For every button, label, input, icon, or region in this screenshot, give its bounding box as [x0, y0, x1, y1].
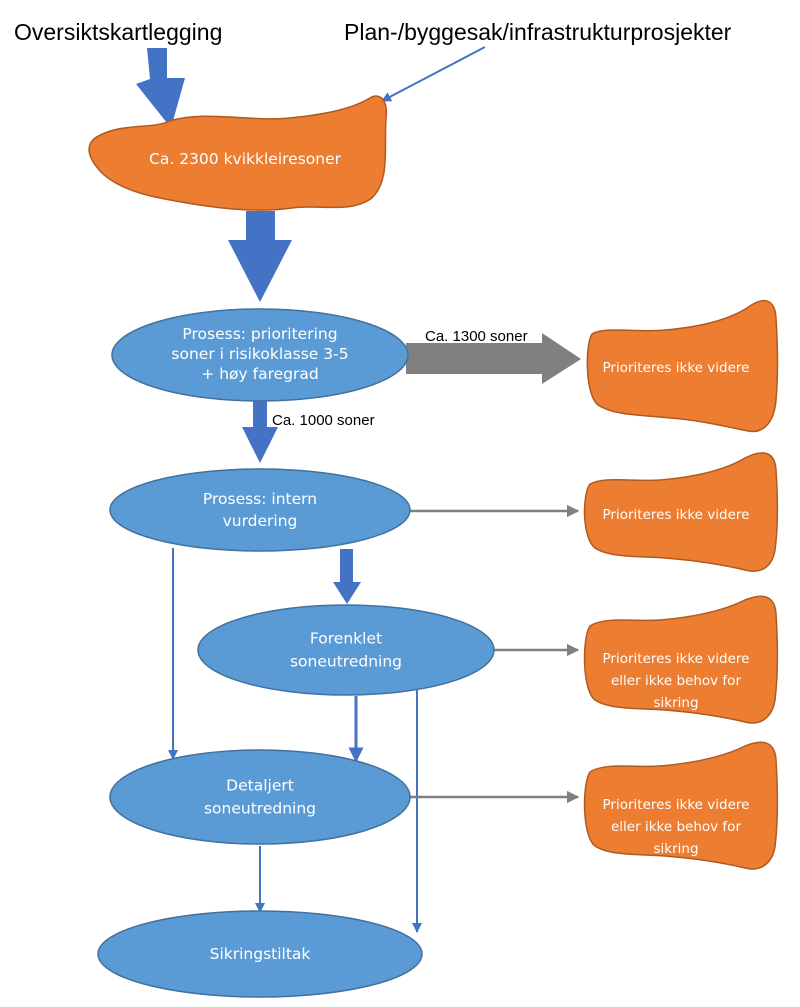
text-line: sikring: [653, 841, 698, 857]
arrow-overview-to-zones: [136, 48, 185, 128]
text-line: Forenklet: [310, 630, 382, 648]
text-line: soneutredning: [290, 653, 402, 671]
detailed-study-node: [109, 749, 411, 845]
text-line: sikring: [653, 695, 698, 711]
edge-label-1300: Ca. 1300 soner: [425, 328, 528, 345]
text-line: eller ikke behov for: [611, 819, 741, 835]
arrow-projects-to-zones: [381, 46, 486, 102]
internal-assessment-text: Prosess: intern vurdering: [203, 490, 317, 530]
safety-measures-text: Sikringstiltak: [210, 945, 311, 963]
input-label-overview: Oversiktskartlegging: [14, 19, 222, 45]
text-line: Prosess: prioritering: [182, 325, 337, 343]
text-line: Prioriteres ikke videre: [603, 360, 750, 376]
outcome-shape-2: [583, 452, 779, 572]
outcome-shape-1: [586, 299, 779, 433]
text-line: Sikringstiltak: [210, 945, 311, 963]
text-line: + høy faregrad: [201, 365, 318, 383]
text-line: Detaljert: [226, 777, 294, 795]
arrow-prioritization-to-internal: [242, 398, 278, 463]
zones-total-shape: [88, 95, 388, 211]
text-line: Prosess: intern: [203, 490, 317, 508]
input-label-projects: Plan-/byggesak/infrastrukturprosjekter: [344, 19, 732, 45]
text-line: soner i risikoklasse 3-5: [171, 345, 348, 363]
text-line: Prioriteres ikke videre: [603, 651, 750, 667]
text-line: Prioriteres ikke videre: [603, 797, 750, 813]
arrow-prioritization-to-not-prioritized: [406, 333, 581, 384]
text-line: eller ikke behov for: [611, 673, 741, 689]
text-line: soneutredning: [204, 800, 316, 818]
text-line: Ca. 2300 kvikkleiresoner: [149, 150, 342, 168]
internal-assessment-node: [109, 468, 411, 552]
outcome-text-1: Prioriteres ikke videre: [603, 360, 750, 376]
arrow-internal-to-simplified: [333, 549, 361, 604]
outcome-text-4: Prioriteres ikke videre eller ikke behov …: [603, 797, 750, 857]
outcome-text-2: Prioriteres ikke videre: [603, 507, 750, 523]
edge-label-1000: Ca. 1000 soner: [272, 412, 375, 429]
arrow-zones-to-prioritization: [228, 211, 292, 302]
simplified-study-text: Forenklet soneutredning: [290, 630, 402, 671]
text-line: vurdering: [223, 512, 298, 530]
prioritization-text: Prosess: prioritering soner i risikoklass…: [171, 325, 348, 383]
zones-total-text: Ca. 2300 kvikkleiresoner: [149, 150, 342, 168]
outcome-shape-3: [583, 595, 779, 724]
detailed-study-text: Detaljert soneutredning: [204, 777, 316, 818]
text-line: Prioriteres ikke videre: [603, 507, 750, 523]
outcome-shape-4: [583, 741, 779, 870]
outcome-text-3: Prioriteres ikke videre eller ikke behov …: [603, 651, 750, 711]
prioritization-node: [111, 308, 409, 402]
simplified-study-node: [197, 604, 495, 696]
safety-measures-node: [97, 910, 423, 998]
